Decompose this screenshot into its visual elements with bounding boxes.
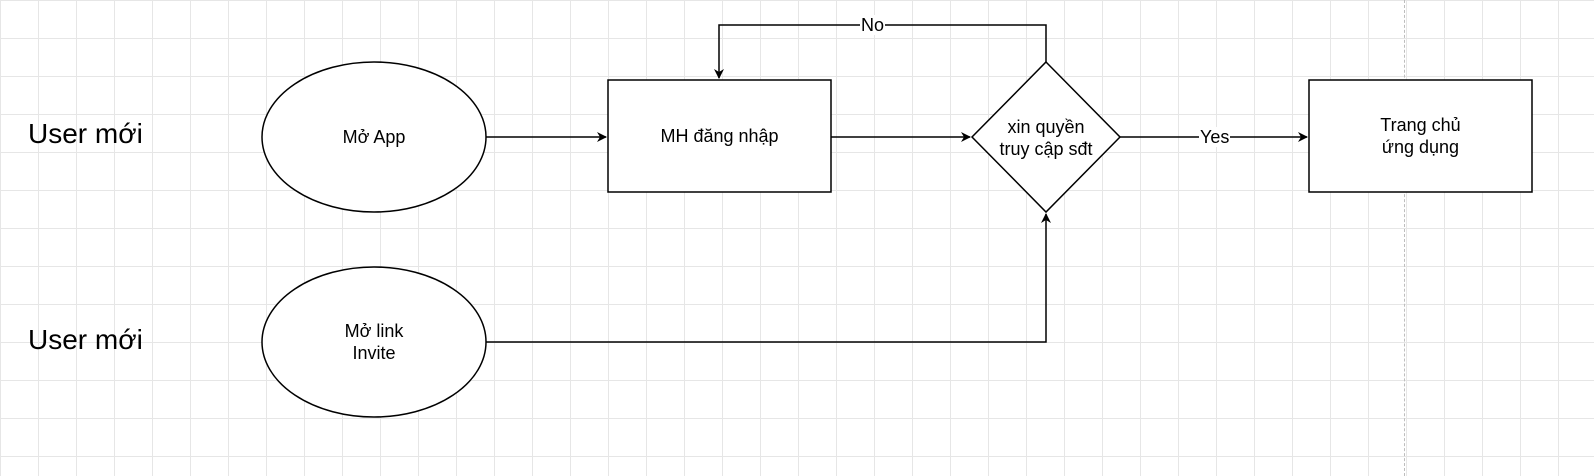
permission-diamond[interactable] <box>970 60 1122 214</box>
lane-label-bottom: User mới <box>28 324 143 355</box>
edge-label-yes: Yes <box>1199 127 1231 147</box>
open-app-label: Mở App <box>342 127 406 147</box>
login-screen-box[interactable] <box>607 79 832 193</box>
lane-label-top: User mới <box>28 118 143 149</box>
permission-label: xin quyền truy cập sđt <box>999 117 1093 159</box>
home-label: Trang chủ ứng dụng <box>1380 115 1461 157</box>
page-break-line <box>1404 0 1405 476</box>
login-screen-label: MH đăng nhập <box>660 126 779 146</box>
edge-label-no: No <box>860 15 886 35</box>
open-invite-label: Mở link Invite <box>344 321 404 363</box>
edge-invite-to-permission <box>486 213 1051 343</box>
home-box[interactable] <box>1308 79 1533 193</box>
